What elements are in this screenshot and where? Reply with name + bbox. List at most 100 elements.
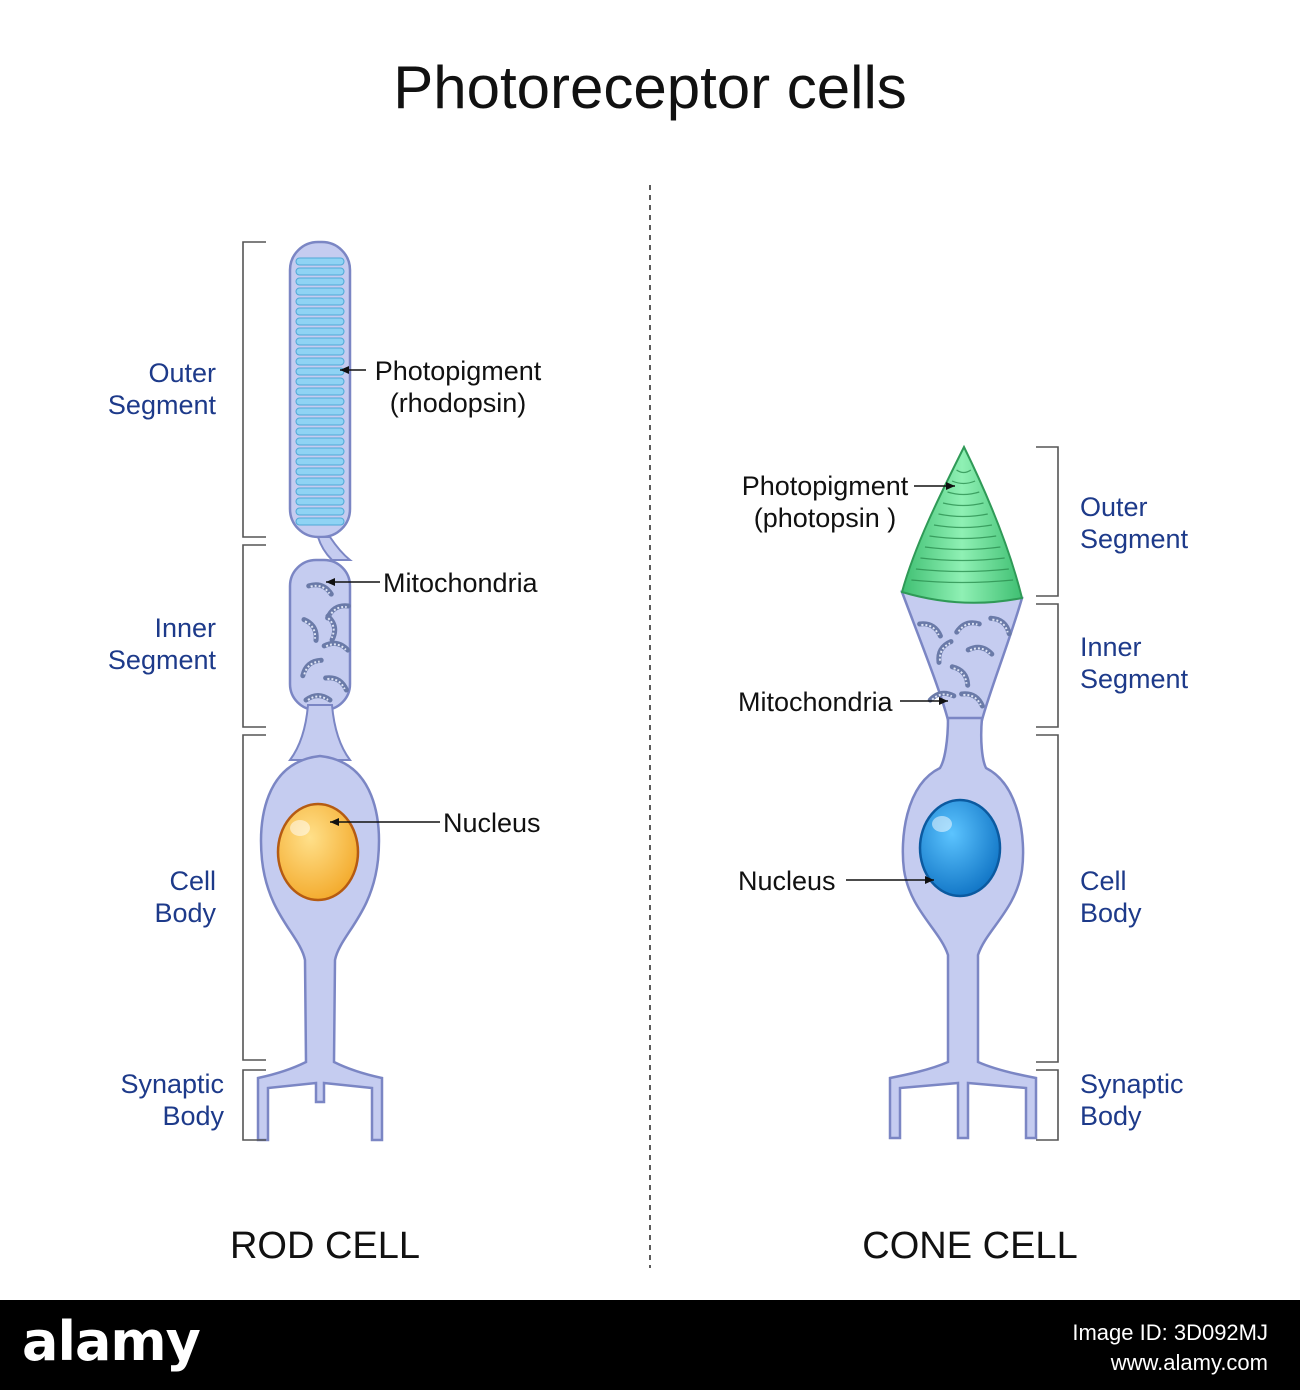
mitochondrion-body bbox=[325, 613, 338, 643]
cone-photopigment-label: Photopigment(photopsin ) bbox=[742, 471, 909, 533]
rod-disc bbox=[295, 347, 345, 356]
cone-bracket-synaptic bbox=[1036, 1069, 1059, 1141]
footer-bar bbox=[0, 1300, 1300, 1390]
rod-bracket-body bbox=[242, 734, 266, 1061]
rod-mitochondrion bbox=[323, 675, 349, 693]
rod-mitochondrion bbox=[306, 582, 334, 597]
mitochondrion-body bbox=[949, 664, 971, 688]
cone-disc bbox=[942, 502, 984, 507]
rod-bracket-synaptic bbox=[242, 1069, 266, 1141]
footer-image-info: Image ID: 3D092MJ www.alamy.com bbox=[1072, 1318, 1268, 1378]
rod-disc bbox=[295, 457, 345, 466]
mitochondrion-cristae bbox=[963, 693, 982, 706]
cone-mitochondria-label: Mitochondria bbox=[738, 687, 894, 717]
mitochondrion-body bbox=[936, 639, 954, 665]
rod-disc bbox=[295, 277, 345, 286]
page-title: Photoreceptor cells bbox=[393, 54, 907, 121]
mitochondrion-cristae bbox=[957, 622, 978, 633]
rod-disc bbox=[295, 517, 345, 526]
cone-mitochondrion bbox=[927, 690, 957, 703]
mitochondrion-body bbox=[323, 675, 349, 693]
rod-disc bbox=[295, 387, 345, 396]
mitochondrion-cristae bbox=[921, 623, 940, 636]
rod-disc bbox=[295, 297, 345, 306]
cone-cell bbox=[888, 444, 1038, 1140]
cone-mitochondrion bbox=[949, 664, 971, 688]
cone-cell-body bbox=[888, 716, 1038, 1140]
cone-outer-segment bbox=[900, 444, 1024, 604]
rod-disc bbox=[295, 487, 345, 496]
mitochondrion-body bbox=[303, 693, 333, 703]
cone-mitochondrion bbox=[965, 644, 995, 657]
cone-mitochondrion bbox=[988, 615, 1012, 637]
cone-mitochondrion bbox=[936, 639, 954, 665]
mitochondrion-body bbox=[927, 690, 957, 703]
mitochondrion-body bbox=[917, 621, 943, 639]
cone-nucleus bbox=[918, 798, 1002, 898]
cone-disc bbox=[915, 568, 1009, 573]
rod-disc bbox=[295, 467, 345, 476]
rod-disc bbox=[295, 427, 345, 436]
mitochondrion-cristae bbox=[327, 677, 346, 690]
rod-mitochondria-cluster bbox=[300, 582, 351, 703]
mitochondrion-cristae bbox=[327, 617, 335, 639]
rod-nucleus bbox=[276, 802, 360, 902]
cone-bracket-inner bbox=[1036, 603, 1059, 728]
rod-cell bbox=[256, 240, 384, 1142]
rod-disc bbox=[295, 417, 345, 426]
rod-disc bbox=[295, 317, 345, 326]
mitochondrion-cristae bbox=[303, 660, 320, 675]
cone-disc bbox=[947, 491, 980, 496]
cone-disc bbox=[920, 557, 1005, 562]
rod-disc bbox=[295, 377, 345, 386]
mitochondrion-cristae bbox=[310, 584, 331, 595]
rod-disc bbox=[295, 257, 345, 266]
rod-disc bbox=[295, 397, 345, 406]
cone-disc bbox=[956, 469, 972, 474]
cone-disc bbox=[951, 480, 976, 485]
cone-mitochondria-cluster bbox=[917, 615, 1012, 709]
rod-mitochondrion bbox=[300, 657, 324, 679]
mitochondrion-cristae bbox=[931, 693, 953, 701]
cone-disc bbox=[929, 535, 997, 540]
rod-disc bbox=[295, 337, 345, 346]
mitochondrion-body bbox=[300, 657, 324, 679]
rod-disc bbox=[295, 407, 345, 416]
cone-disc bbox=[933, 524, 993, 529]
rod-cell-caption: ROD CELL bbox=[230, 1225, 420, 1267]
cone-disc-stack bbox=[911, 469, 1014, 584]
cone-mitochondrion bbox=[959, 691, 985, 709]
rod-connecting-cilium bbox=[316, 536, 353, 561]
mitochondrion-cristae bbox=[992, 618, 1009, 633]
rod-disc bbox=[295, 357, 345, 366]
mitochondrion-body bbox=[954, 620, 982, 635]
rod-disc bbox=[295, 477, 345, 486]
mitochondrion-cristae bbox=[304, 620, 317, 639]
rod-mitochondria-label: Mitochondria bbox=[383, 568, 539, 598]
mitochondrion-cristae bbox=[953, 667, 968, 684]
mitochondrion-cristae bbox=[938, 642, 951, 661]
cone-nucleus-label: Nucleus bbox=[738, 866, 836, 896]
rod-nucleus-highlight bbox=[290, 820, 310, 836]
rod-mitochondrion bbox=[301, 617, 319, 643]
cone-disc bbox=[938, 513, 988, 518]
rod-neck bbox=[288, 704, 352, 761]
rod-disc bbox=[295, 307, 345, 316]
rod-disc bbox=[295, 507, 345, 516]
footer-logo: alamy bbox=[22, 1310, 201, 1373]
footer-site: www.alamy.com bbox=[1110, 1350, 1268, 1375]
mitochondrion-cristae bbox=[325, 643, 347, 651]
rod-nucleus-label: Nucleus bbox=[443, 808, 541, 838]
mitochondrion-body bbox=[301, 617, 319, 643]
mitochondrion-cristae bbox=[969, 647, 991, 655]
rod-photopigment-label: Photopigment(rhodopsin) bbox=[375, 356, 542, 418]
